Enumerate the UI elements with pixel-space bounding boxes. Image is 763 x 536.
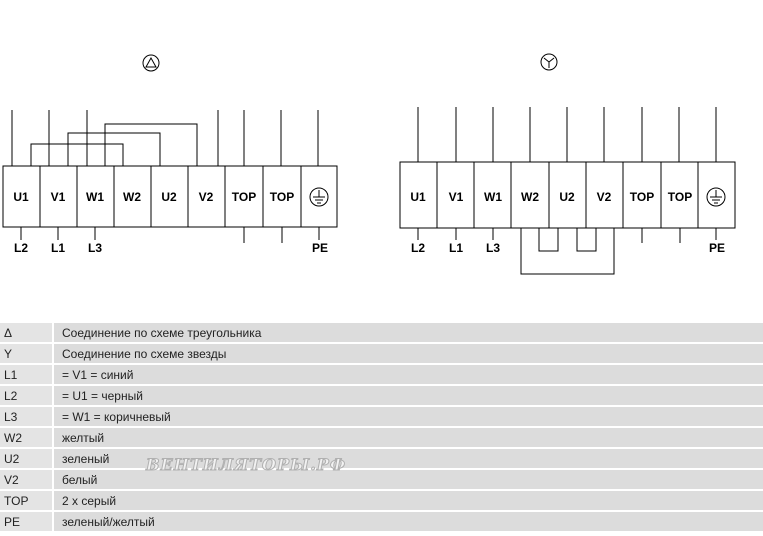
- star-terminal-v1: V1: [449, 190, 464, 204]
- legend-code: L3: [0, 407, 52, 426]
- legend-desc: желтый: [52, 428, 763, 447]
- star-lead-l2: L2: [411, 241, 425, 255]
- star-terminal-w1: W1: [484, 190, 502, 204]
- legend-code: Y: [0, 344, 52, 363]
- star-top-wires: [417, 107, 717, 162]
- legend-code: PE: [0, 512, 52, 531]
- star-terminal-u2: U2: [559, 190, 575, 204]
- wiring-diagrams: U1 V1 W1 W2 U2 V2 TOP TOP L2 L1 L3 PE: [2, 53, 736, 275]
- legend-code: L2: [0, 386, 52, 405]
- star-terminal-v2: V2: [597, 190, 612, 204]
- star-terminal-w2: W2: [521, 190, 539, 204]
- legend-code: Δ: [0, 323, 52, 342]
- delta-terminal-top1: TOP: [232, 190, 256, 204]
- legend-desc: Соединение по схеме звезды: [52, 344, 763, 363]
- legend-desc: белый: [52, 470, 763, 489]
- legend-row-l1: L1 = V1 = синий: [0, 365, 763, 384]
- legend-row-delta: Δ Соединение по схеме треугольника: [0, 323, 763, 342]
- star-terminal-top2: TOP: [668, 190, 692, 204]
- delta-lead-l3: L3: [88, 241, 102, 255]
- delta-lead-l2: L2: [14, 241, 28, 255]
- star-terminal-u1: U1: [410, 190, 426, 204]
- legend-row-l3: L3 = W1 = коричневый: [0, 407, 763, 426]
- delta-lead-l1: L1: [51, 241, 65, 255]
- delta-terminal-top2: TOP: [270, 190, 294, 204]
- star-terminal-dividers: [436, 162, 699, 228]
- star-diagram: U1 V1 W1 W2 U2 V2 TOP TOP L2: [399, 53, 736, 275]
- legend-row-w2: W2 желтый: [0, 428, 763, 447]
- delta-ground-icon: [309, 187, 329, 207]
- legend-code: V2: [0, 470, 52, 489]
- legend-desc: = W1 = коричневый: [52, 407, 763, 426]
- legend-row-pe: PE зеленый/желтый: [0, 512, 763, 531]
- delta-terminal-block: [2, 165, 338, 228]
- legend-code: U2: [0, 449, 52, 468]
- star-ground-icon: [706, 187, 726, 207]
- star-lead-pe: PE: [709, 241, 725, 255]
- star-lead-l1: L1: [449, 241, 463, 255]
- star-symbol-icon: [540, 53, 558, 71]
- delta-symbol-icon: [142, 54, 160, 72]
- legend-row-star: Y Соединение по схеме звезды: [0, 344, 763, 363]
- legend-desc: зеленый/желтый: [52, 512, 763, 531]
- delta-terminal-v2: V2: [199, 190, 214, 204]
- legend-desc: зеленый: [52, 449, 763, 468]
- delta-terminal-dividers: [39, 166, 302, 227]
- delta-diagram: U1 V1 W1 W2 U2 V2 TOP TOP L2 L1 L3 PE: [2, 54, 338, 255]
- legend-desc: = U1 = черный: [52, 386, 763, 405]
- delta-terminal-u2: U2: [161, 190, 177, 204]
- legend-desc: 2 x серый: [52, 491, 763, 510]
- legend-code: TOP: [0, 491, 52, 510]
- legend-row-top: TOP 2 x серый: [0, 491, 763, 510]
- legend-code: L1: [0, 365, 52, 384]
- legend-row-u2: U2 зеленый: [0, 449, 763, 468]
- star-bottom-leads: [417, 228, 717, 275]
- delta-terminal-w1: W1: [86, 190, 104, 204]
- star-terminal-block: [399, 161, 736, 229]
- star-lead-l3: L3: [486, 241, 500, 255]
- star-terminal-top1: TOP: [630, 190, 654, 204]
- legend-desc: Соединение по схеме треугольника: [52, 323, 763, 342]
- delta-terminal-u1: U1: [13, 190, 29, 204]
- legend-desc: = V1 = синий: [52, 365, 763, 384]
- delta-top-wires: [11, 110, 319, 166]
- delta-bottom-leads: [20, 227, 320, 243]
- delta-terminal-v1: V1: [51, 190, 66, 204]
- delta-lead-pe: PE: [312, 241, 328, 255]
- legend-row-l2: L2 = U1 = черный: [0, 386, 763, 405]
- legend-code: W2: [0, 428, 52, 447]
- legend-row-v2: V2 белый: [0, 470, 763, 489]
- legend-table: Δ Соединение по схеме треугольника Y Сое…: [0, 321, 763, 533]
- delta-terminal-w2: W2: [123, 190, 141, 204]
